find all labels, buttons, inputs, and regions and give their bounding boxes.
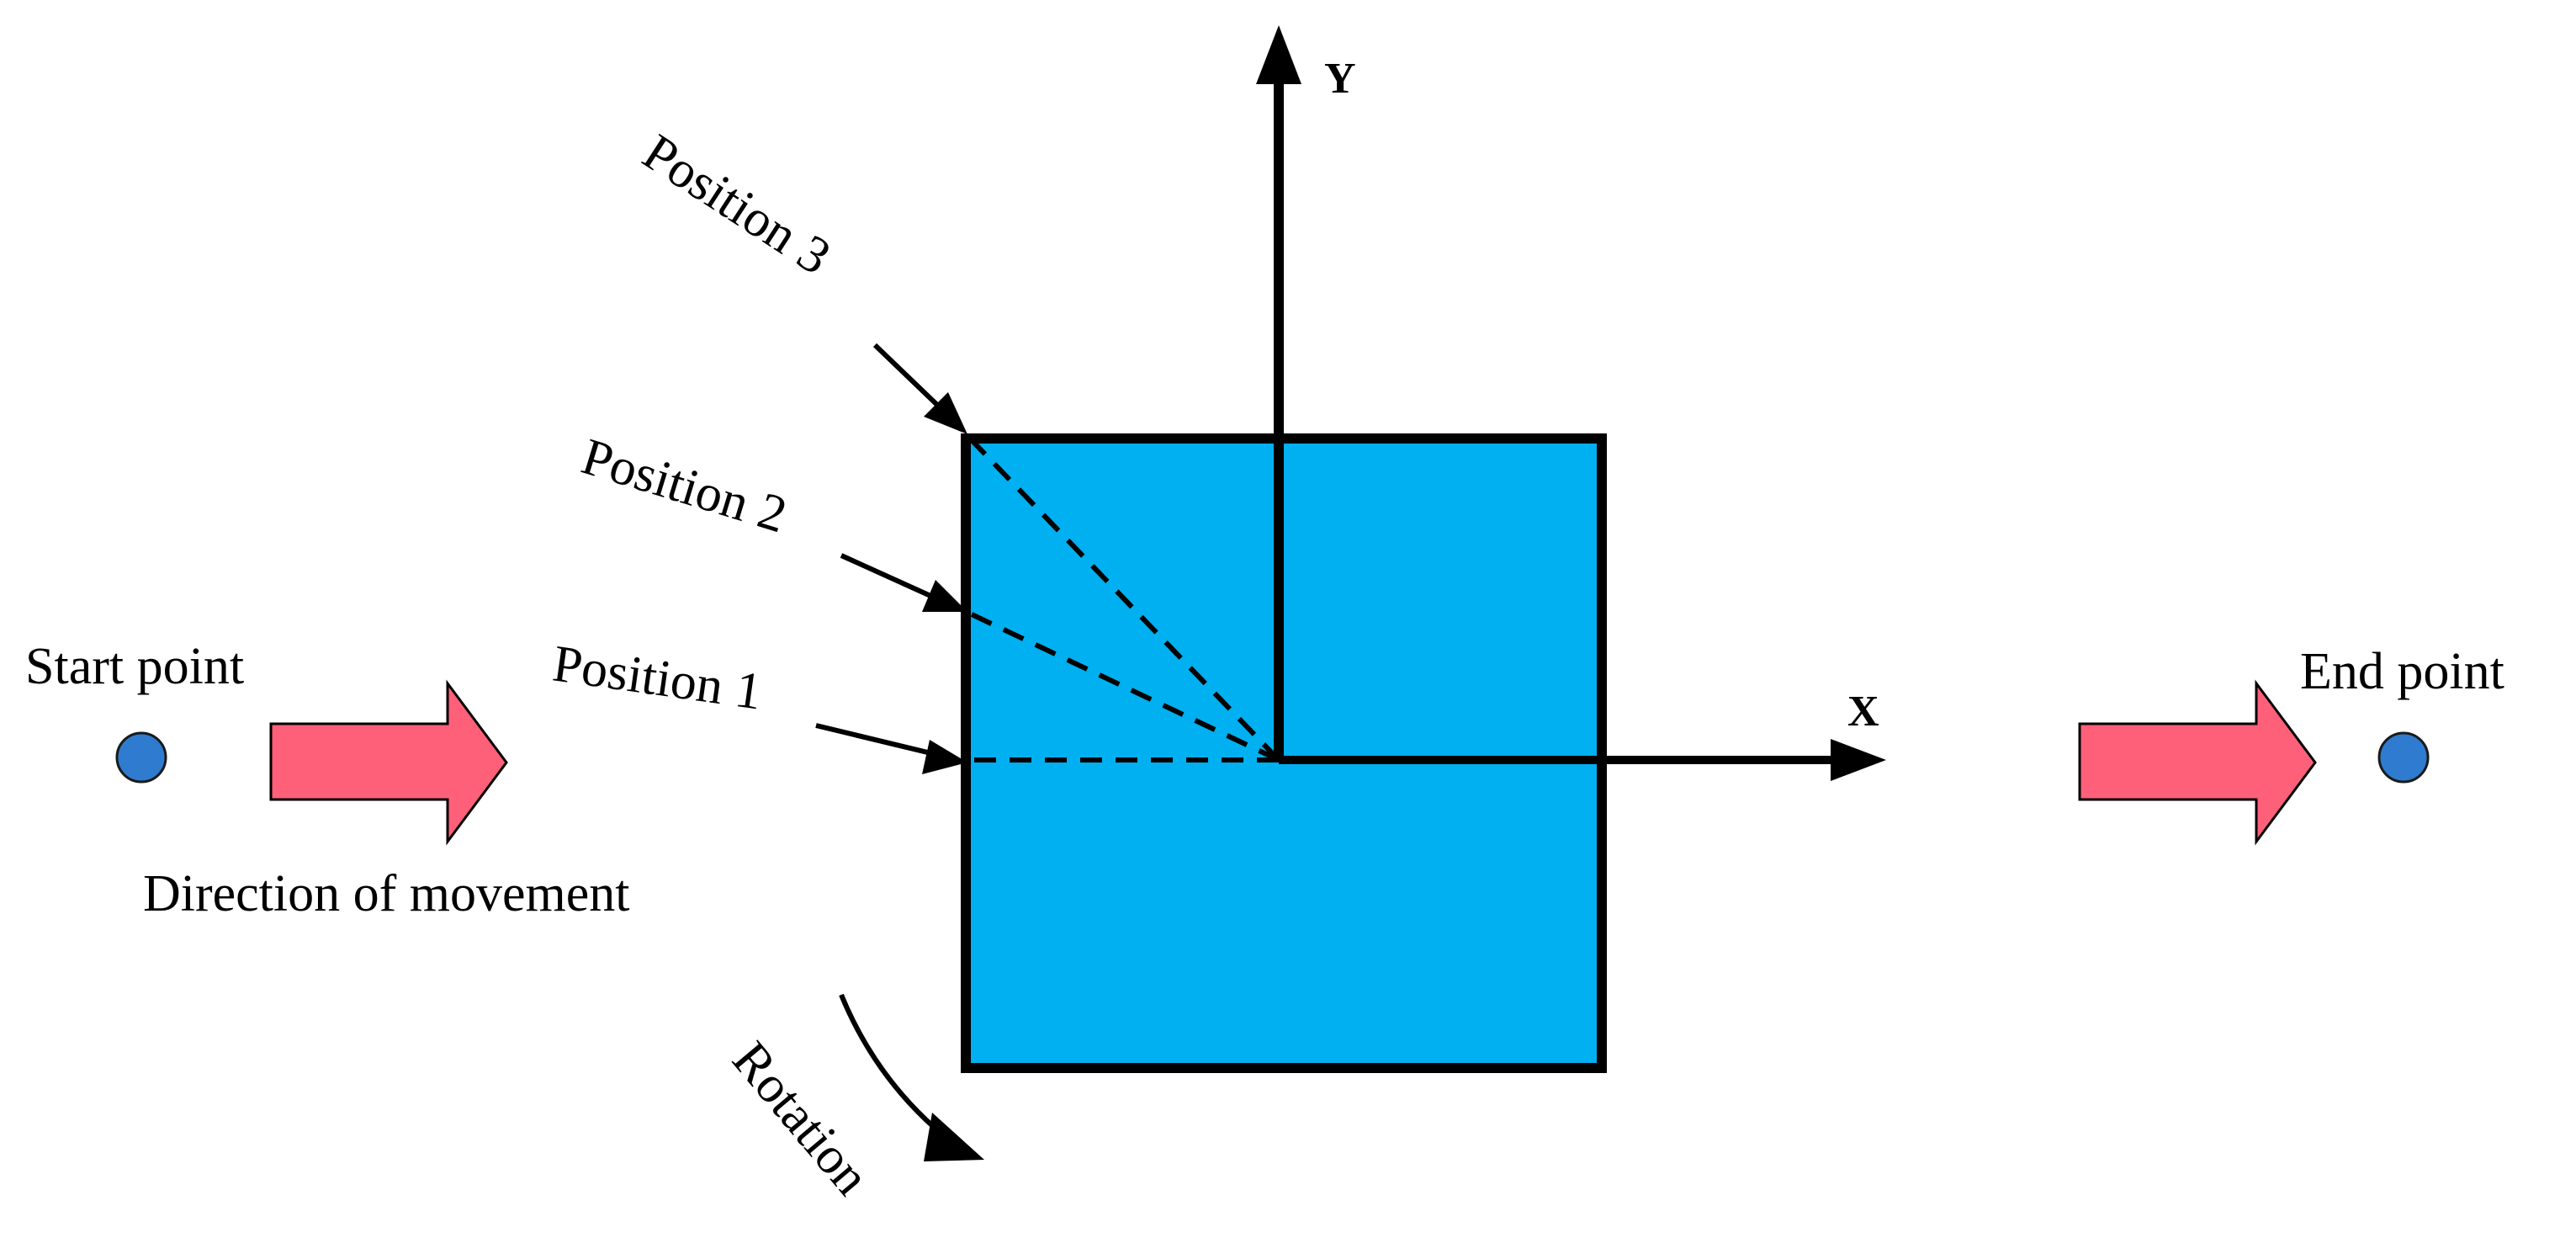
x-axis-label: X	[1847, 688, 1879, 736]
position-1-pointer	[815, 723, 939, 757]
end-point-marker	[2377, 731, 2430, 784]
rotation-arc	[839, 993, 944, 1137]
direction-of-movement-label: Direction of movement	[143, 865, 630, 922]
direction-arrow-left	[269, 679, 508, 846]
position-pointers	[815, 343, 941, 757]
start-point-label: Start point	[25, 638, 244, 695]
position-2-line	[970, 612, 1280, 762]
position-lines	[969, 438, 1281, 762]
position-1-pointer-head	[922, 740, 967, 774]
position-1-label: Position 1	[549, 635, 766, 721]
y-axis-arrowhead	[1256, 25, 1301, 84]
x-axis-arrowhead	[1831, 739, 1886, 781]
start-point-marker	[115, 731, 167, 784]
position-3-line	[969, 438, 1281, 762]
y-axis-label: Y	[1324, 55, 1356, 103]
end-point-label: End point	[2300, 643, 2504, 700]
position-3-pointer	[872, 343, 941, 408]
direction-arrow-right	[2078, 679, 2317, 846]
position-2-label: Position 2	[575, 428, 793, 544]
position-3-label: Position 3	[633, 124, 840, 286]
position-2-pointer-head	[922, 580, 967, 612]
rotation-arrowhead	[924, 1113, 984, 1161]
position-3-pointer-head	[924, 392, 967, 434]
position-2-pointer	[840, 553, 940, 602]
rotation-label: Rotation	[721, 1031, 880, 1205]
